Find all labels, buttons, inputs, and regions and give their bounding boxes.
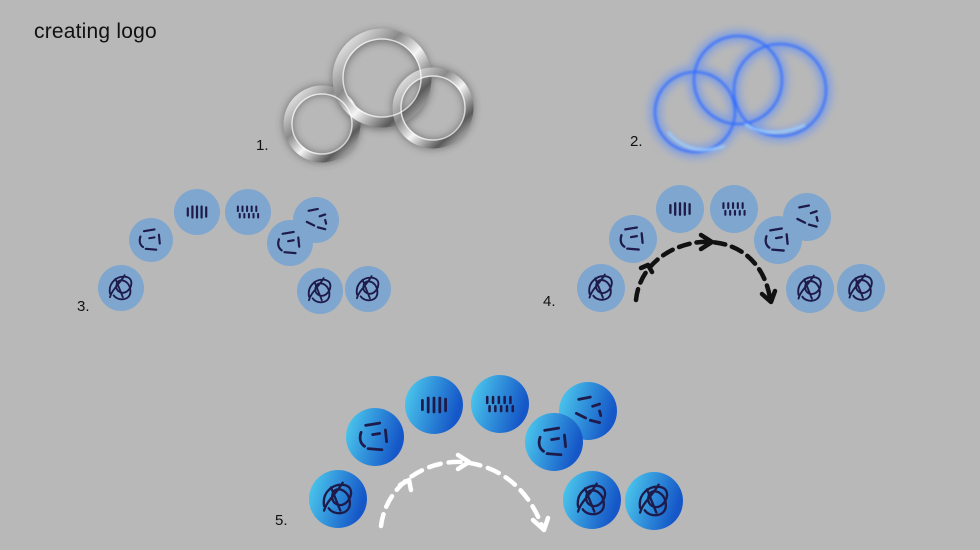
- dark-arc-arrow: [633, 239, 773, 303]
- white-arrowhead-start: [397, 477, 414, 493]
- flat-circle: [656, 185, 704, 233]
- flat-circle: [267, 220, 313, 266]
- gradient-circle: [346, 408, 404, 466]
- silver-ring-left: [283, 85, 361, 163]
- flat-circle: [577, 264, 625, 312]
- gradient-circle: [563, 471, 621, 529]
- flat-circle: [174, 189, 220, 235]
- flat-circle: [129, 218, 173, 262]
- step-2-label: 2.: [630, 133, 643, 150]
- step-3-label: 3.: [77, 298, 90, 315]
- white-arc-arrow: [378, 459, 545, 529]
- white-arrowhead-end: [530, 515, 551, 533]
- flat-circle: [98, 265, 144, 311]
- glow-ring-right: [733, 43, 827, 137]
- step-4-logo-with-arrow: [577, 185, 885, 313]
- flat-circle: [837, 264, 885, 312]
- silver-ring-center: [332, 28, 432, 128]
- dark-arrowhead-start: [638, 262, 655, 275]
- gradient-circle: [625, 472, 683, 530]
- dark-arrowhead-mid: [698, 232, 715, 252]
- page-title: creating logo: [34, 20, 157, 43]
- step-5-final-logo: [309, 375, 683, 533]
- flat-circle: [786, 265, 834, 313]
- white-arrowhead-mid: [455, 452, 472, 472]
- flat-circle: [754, 216, 802, 264]
- dark-arrowhead-end: [759, 288, 778, 305]
- glow-ring-center: [693, 35, 783, 125]
- gradient-circle: [525, 413, 583, 471]
- flat-circle: [225, 189, 271, 235]
- flat-circle: [345, 266, 391, 312]
- step-2-glow-rings: [649, 30, 832, 158]
- step-1-silver-rings: [283, 28, 474, 163]
- step-3-flat-logo: [98, 189, 391, 314]
- step-5-label: 5.: [275, 512, 288, 529]
- gradient-circle: [309, 470, 367, 528]
- step-4-label: 4.: [543, 293, 556, 310]
- flat-circle: [609, 215, 657, 263]
- flat-circle: [710, 185, 758, 233]
- gradient-circle: [405, 376, 463, 434]
- flat-circle: [297, 268, 343, 314]
- gradient-circle: [471, 375, 529, 433]
- step-1-label: 1.: [256, 137, 269, 154]
- silver-ring-right: [392, 67, 474, 149]
